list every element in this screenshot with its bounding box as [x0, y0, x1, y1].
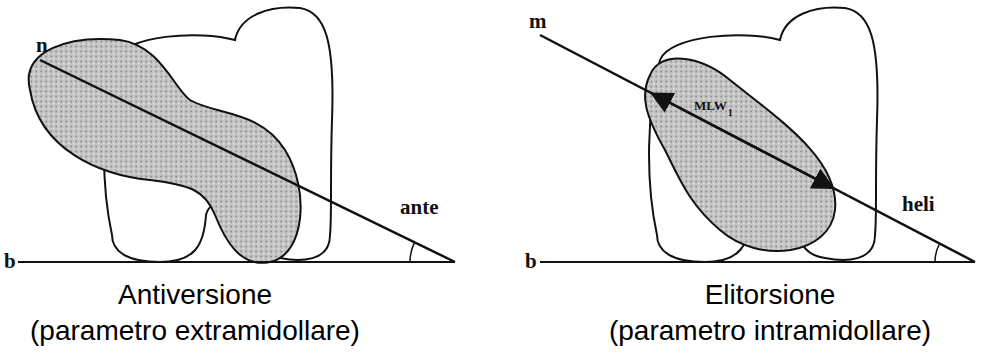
- baseline: [18, 261, 455, 263]
- axis-line: [540, 35, 975, 262]
- angle-arc: [410, 242, 415, 262]
- axis-name: n: [36, 34, 48, 57]
- caption-title: Elitorsione: [705, 280, 836, 311]
- angle-name: heli: [902, 193, 935, 216]
- shaded-section: [29, 39, 301, 263]
- baseline-name: b: [525, 250, 537, 273]
- axis-line: [40, 60, 455, 262]
- baseline: [540, 261, 975, 263]
- angle-name: ante: [400, 196, 439, 219]
- width-arrow: [652, 94, 833, 189]
- caption-subtitle: (parametro extramidollare): [30, 316, 360, 347]
- measure-subscript: 1: [728, 107, 733, 118]
- measure-name: MLW: [694, 99, 727, 113]
- caption-title: Antiversione: [118, 280, 272, 311]
- axis-name: m: [529, 10, 547, 33]
- shaded-section: [645, 59, 835, 251]
- caption-subtitle: (parametro intramidollare): [609, 316, 931, 347]
- angle-arc: [935, 244, 940, 263]
- baseline-name: b: [4, 250, 16, 273]
